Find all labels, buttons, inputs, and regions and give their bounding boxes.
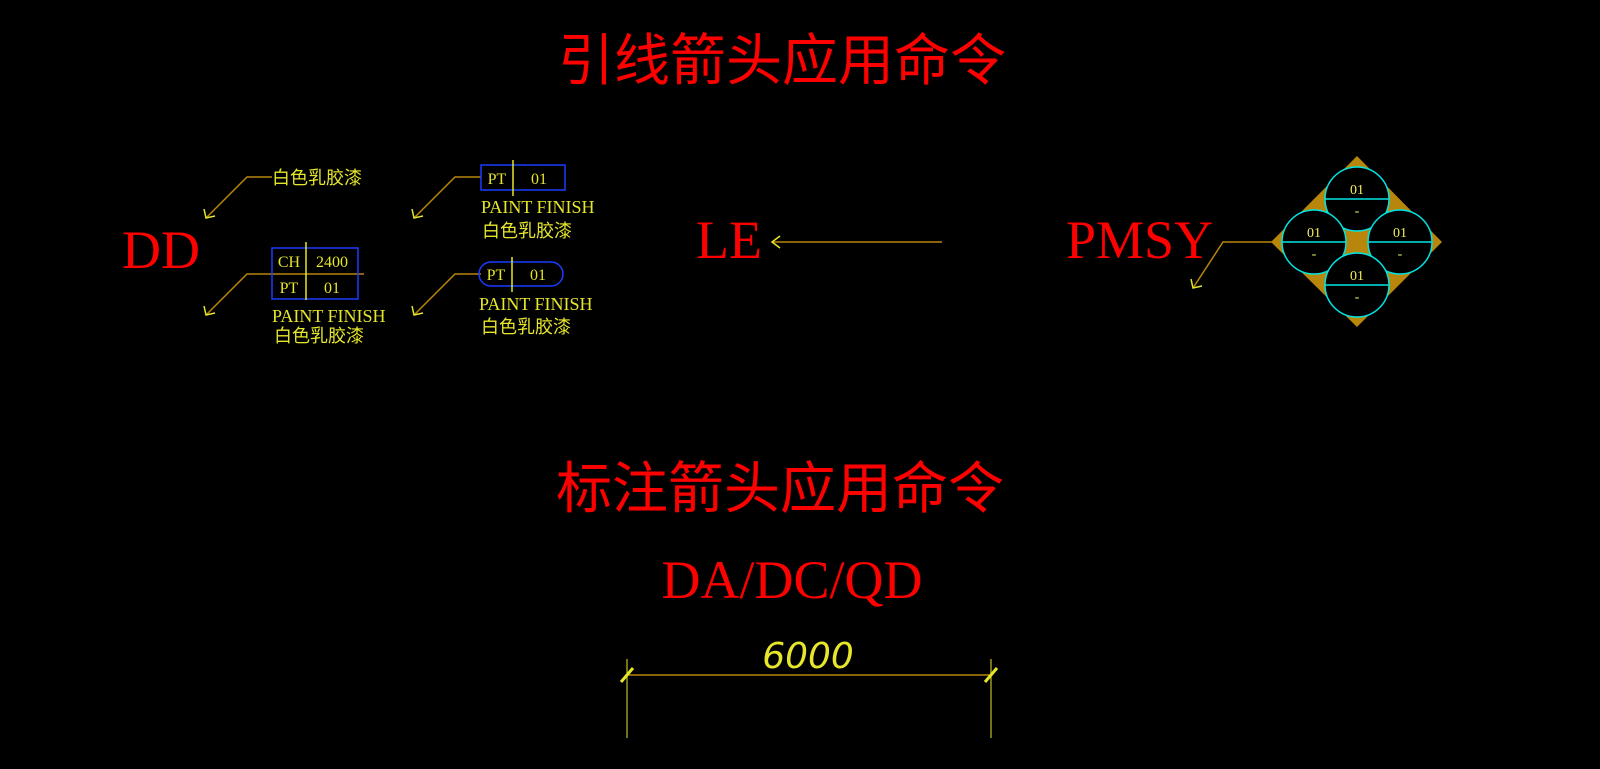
tick-mark-right-icon <box>983 667 999 683</box>
leader-arrow-title: 引线箭头应用命令 <box>558 29 1006 94</box>
index-top-number: 01 <box>1350 183 1364 198</box>
command-dd-label: DD <box>122 220 200 280</box>
tag-row1-value: 2400 <box>316 254 348 271</box>
arrow-head-icon <box>411 305 424 316</box>
index-top-sub: - <box>1355 204 1360 219</box>
le-arrow <box>770 235 942 249</box>
dimension-value: 6000 <box>762 636 854 677</box>
tag-number: 01 <box>530 267 546 284</box>
tag-code: PT <box>487 267 506 284</box>
index-right-sub: - <box>1398 247 1403 262</box>
index-right-number: 01 <box>1393 226 1407 241</box>
leader-line <box>413 273 481 316</box>
finish-english-label: PAINT FINISH <box>481 197 595 217</box>
tag-border <box>271 247 359 300</box>
leader-line <box>205 176 272 219</box>
tag-border <box>480 164 566 191</box>
command-da-dc-qd-label: DA/DC/QD <box>661 550 922 610</box>
leader-pill-tag: PT 01 PAINT FINISH 白色乳胶漆 <box>411 257 593 338</box>
dimension-arrow-title: 标注箭头应用命令 <box>556 457 1004 522</box>
leader-simple-text: 白色乳胶漆 <box>203 168 362 219</box>
tag-border <box>478 261 564 287</box>
command-le-label: LE <box>696 210 762 270</box>
arrow-head-icon <box>1190 278 1203 289</box>
tag-row2-code: PT <box>280 280 299 297</box>
finish-chinese-label: 白色乳胶漆 <box>274 326 364 347</box>
tag-row2-value: 01 <box>324 280 340 297</box>
finish-chinese-label: 白色乳胶漆 <box>481 317 571 338</box>
arrow-head-icon <box>411 208 424 219</box>
arrow-head-icon <box>770 235 781 249</box>
index-bottom-sub: - <box>1355 290 1360 305</box>
leader-line <box>1192 241 1272 289</box>
pmsy-index-symbol: 01 - 01 - 01 - 01 - <box>1190 156 1442 327</box>
tag-number: 01 <box>531 171 547 188</box>
finish-chinese-label: 白色乳胶漆 <box>482 221 572 242</box>
leader-line <box>413 176 481 219</box>
tag-code: PT <box>488 171 507 188</box>
leader-rect-tag: PT 01 PAINT FINISH 白色乳胶漆 <box>411 160 595 242</box>
finish-english-label: PAINT FINISH <box>272 306 386 326</box>
index-bottom-number: 01 <box>1350 269 1364 284</box>
arrow-head-icon <box>203 208 216 219</box>
command-pmsy-label: PMSY <box>1066 210 1213 270</box>
dimension-annotation: 6000 <box>619 636 999 738</box>
tag-row1-code: CH <box>278 254 301 271</box>
finish-english-label: PAINT FINISH <box>479 294 593 314</box>
leader-line <box>205 273 364 316</box>
tick-mark-left-icon <box>619 667 635 683</box>
index-left-sub: - <box>1312 247 1317 262</box>
leader-table-tag: CH 2400 PT 01 PAINT FINISH 白色乳胶漆 <box>203 242 386 347</box>
index-left-number: 01 <box>1307 226 1321 241</box>
diamond-frame <box>1271 156 1442 327</box>
arrow-head-icon <box>203 305 216 316</box>
finish-label: 白色乳胶漆 <box>272 168 362 189</box>
